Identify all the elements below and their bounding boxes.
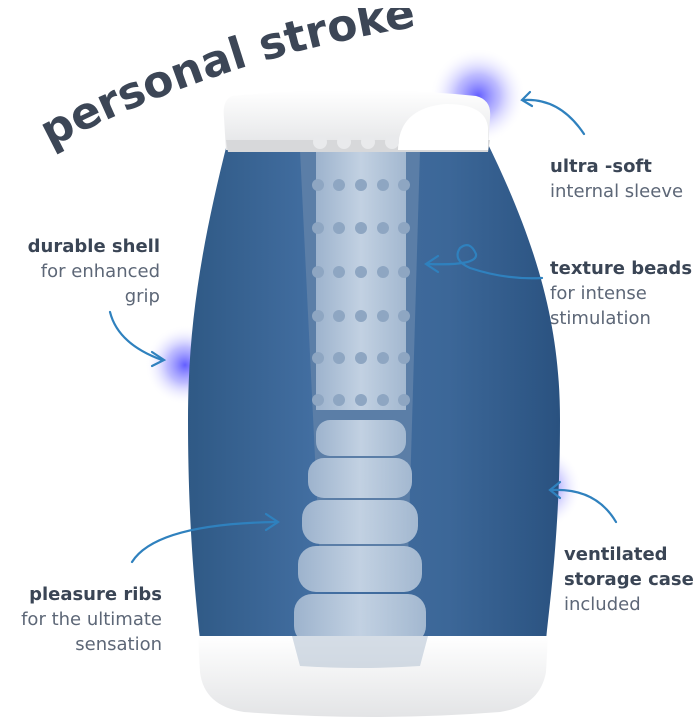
arrow-texture-beads <box>426 244 544 280</box>
callout-durable-shell-line1: for enhanced <box>40 261 160 282</box>
callout-durable-shell-head: durable shell <box>27 236 160 257</box>
bottom-cap <box>198 636 548 717</box>
arrow-ultra-soft <box>522 98 586 136</box>
callout-ultra-soft-line1: internal sleeve <box>550 181 684 202</box>
callout-ventilated-head: ventilated <box>564 544 668 565</box>
arrow-ventilated <box>550 488 618 524</box>
arrow-durable-shell <box>108 310 164 362</box>
top-cap <box>223 90 491 152</box>
callout-texture-beads-line2: stimulation <box>550 308 651 329</box>
callout-texture-beads: texture beads for intense stimulation <box>550 256 692 331</box>
callout-pleasure-ribs-line2: sensation <box>75 634 162 655</box>
callout-texture-beads-head: texture beads <box>550 258 693 279</box>
callout-ventilated-line1: storage case <box>564 569 694 590</box>
internal-sleeve <box>294 150 426 640</box>
callout-ultra-soft-head: ultra -soft <box>550 156 652 177</box>
callout-pleasure-ribs-line1: for the ultimate <box>21 609 162 630</box>
callout-pleasure-ribs: pleasure ribs for the ultimate sensation <box>0 582 162 657</box>
callout-durable-shell-line2: grip <box>124 286 160 307</box>
callout-texture-beads-line1: for intense <box>550 283 647 304</box>
callout-ventilated-line2: included <box>564 594 641 615</box>
callout-ultra-soft: ultra -soft internal sleeve <box>550 154 683 204</box>
arrow-pleasure-ribs <box>130 520 278 564</box>
callout-pleasure-ribs-head: pleasure ribs <box>29 584 162 605</box>
callout-ventilated: ventilated storage case included <box>564 542 694 617</box>
callout-durable-shell: durable shell for enhanced grip <box>0 234 160 309</box>
